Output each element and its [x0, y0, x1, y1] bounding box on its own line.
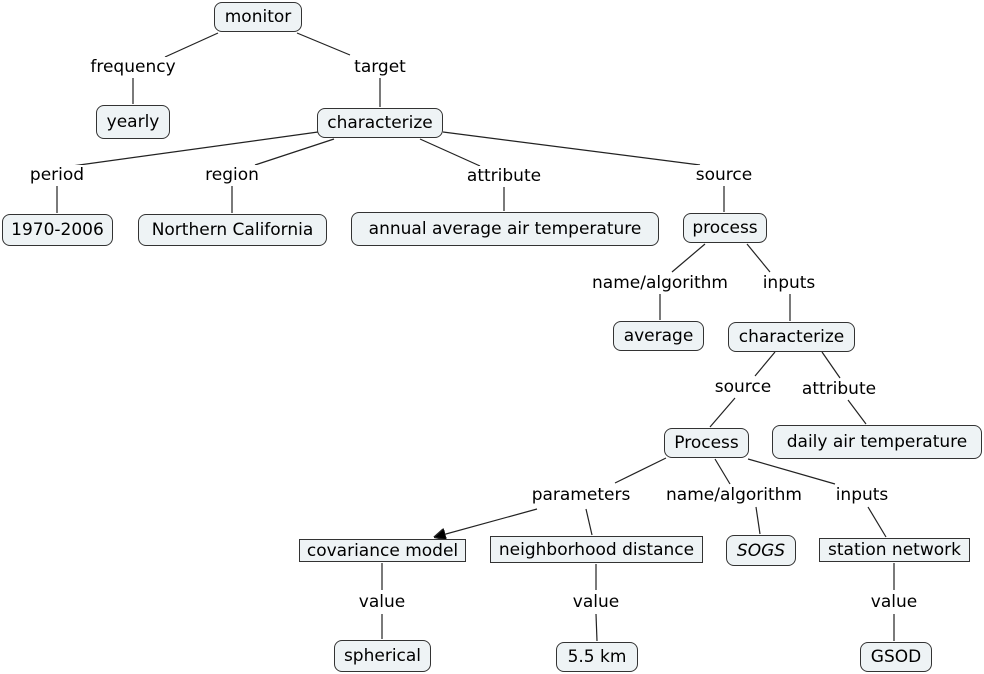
- link-inputs-2: inputs: [833, 485, 891, 505]
- link-value-3: value: [868, 592, 920, 612]
- concept-yearly[interactable]: yearly: [96, 105, 170, 139]
- link-parameters: parameters: [529, 485, 633, 505]
- concept-5-5-km[interactable]: 5.5 km: [556, 642, 638, 672]
- concept-daily-air-temperature[interactable]: daily air temperature: [772, 425, 982, 459]
- concept-attribute-value[interactable]: annual average air temperature: [351, 212, 659, 246]
- concept-process[interactable]: process: [683, 213, 767, 243]
- concept-sogs[interactable]: SOGS: [726, 535, 796, 566]
- concept-region-value[interactable]: Northern California: [138, 214, 327, 246]
- concept-monitor[interactable]: monitor: [214, 2, 302, 32]
- link-source: source: [693, 165, 755, 185]
- link-attribute-2: attribute: [799, 379, 879, 399]
- link-inputs: inputs: [760, 273, 818, 293]
- concept-process-2[interactable]: Process: [664, 428, 749, 458]
- link-period: period: [27, 165, 87, 185]
- concept-station-network[interactable]: station network: [819, 538, 970, 562]
- concept-period-value[interactable]: 1970-2006: [2, 214, 113, 246]
- link-frequency: frequency: [88, 57, 178, 77]
- concept-gsod[interactable]: GSOD: [860, 642, 932, 672]
- concept-average[interactable]: average: [613, 321, 704, 351]
- concept-characterize-2[interactable]: characterize: [728, 322, 855, 352]
- link-attribute: attribute: [464, 166, 544, 186]
- link-source-2: source: [712, 377, 774, 397]
- link-name-algorithm: name/algorithm: [590, 273, 730, 293]
- concept-neighborhood-distance[interactable]: neighborhood distance: [490, 536, 703, 563]
- link-value-2: value: [570, 592, 622, 612]
- link-target: target: [352, 57, 408, 77]
- link-name-algorithm-2: name/algorithm: [664, 485, 804, 505]
- link-region: region: [203, 165, 261, 185]
- concept-spherical[interactable]: spherical: [334, 640, 431, 672]
- concept-characterize[interactable]: characterize: [317, 108, 443, 138]
- concept-covariance-model[interactable]: covariance model: [299, 539, 466, 562]
- link-value-1: value: [356, 592, 408, 612]
